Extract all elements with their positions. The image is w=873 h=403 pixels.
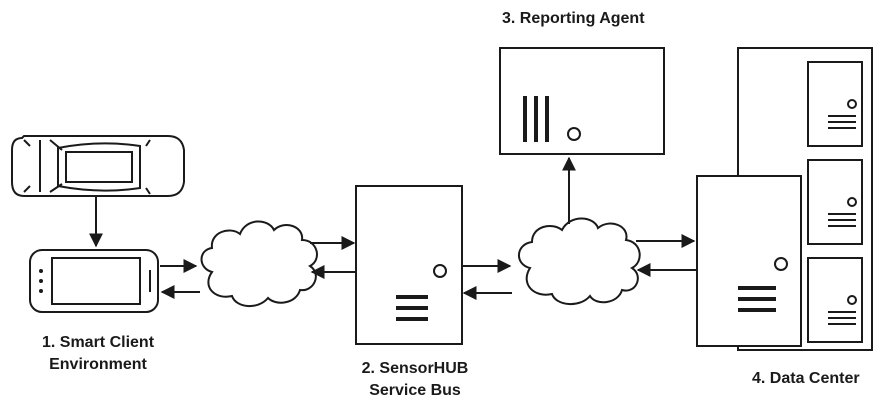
smart-client-label: 1. Smart Client Environment — [28, 332, 168, 376]
car-icon — [11, 135, 185, 197]
service-bus-server-icon — [355, 185, 463, 345]
service-bus-label-line1: 2. SensorHUB — [361, 360, 469, 377]
service-bus-label: 2. SensorHUB Service Bus — [350, 358, 480, 402]
data-center-label: 4. Data Center — [752, 370, 860, 387]
network-cloud-right-icon — [518, 217, 641, 305]
reporting-agent-label: 3. Reporting Agent — [502, 10, 645, 27]
smart-client-label-line2: Environment — [49, 356, 147, 373]
mobile-device-icon — [29, 249, 159, 313]
data-center-main-server-icon — [696, 175, 802, 347]
smart-client-label-line1: 1. Smart Client — [41, 334, 155, 351]
network-cloud-left-icon — [200, 220, 318, 307]
service-bus-label-line2: Service Bus — [369, 382, 461, 399]
reporting-agent-icon — [499, 47, 665, 155]
